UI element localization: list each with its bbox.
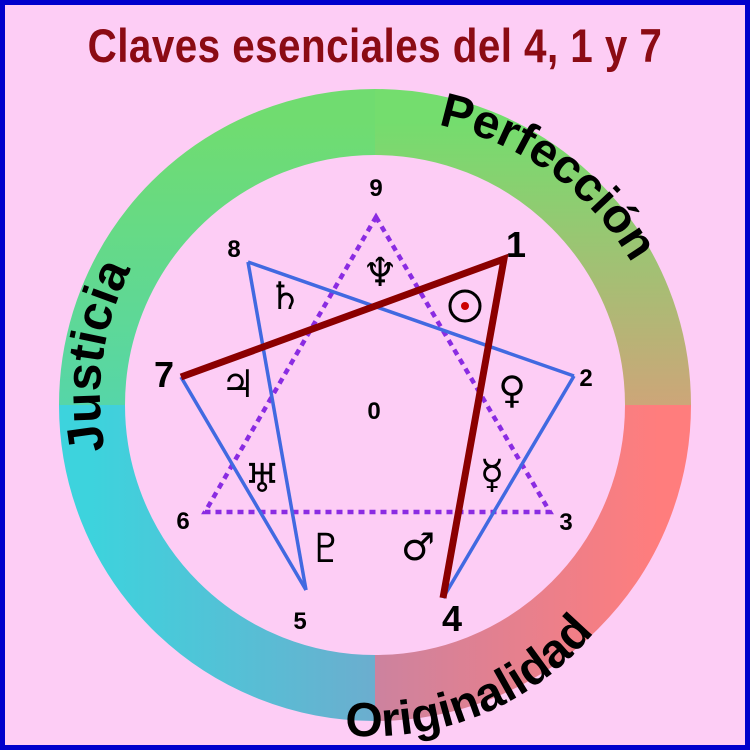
mars-icon: ♂ [401,525,435,569]
venus-icon: ♀ [498,368,526,412]
point-6: 6 [176,508,189,535]
point-7: 7 [154,354,174,395]
point-1: 1 [506,224,526,265]
sun-icon [448,289,482,323]
neptune-icon: ♆ [362,250,398,296]
page-title: Claves esenciales del 4, 1 y 7 [87,19,663,72]
saturn-icon: ♄ [268,274,302,318]
jupiter-icon: ♃ [221,362,255,406]
pluto-icon: ♇ [308,526,344,572]
point-5: 5 [293,608,306,635]
point-3: 3 [559,509,572,536]
point-4: 4 [442,598,462,639]
point-9: 9 [369,175,382,202]
point-2: 2 [579,365,592,392]
point-0: 0 [367,398,380,425]
hexad-lines [179,260,576,599]
uranus-icon: ♅ [244,456,280,502]
point-8: 8 [227,236,240,263]
ring-label-perfection: Perfección [435,84,667,269]
path-4-1-7 [179,253,509,599]
mercury-icon: ☿ [480,452,505,498]
